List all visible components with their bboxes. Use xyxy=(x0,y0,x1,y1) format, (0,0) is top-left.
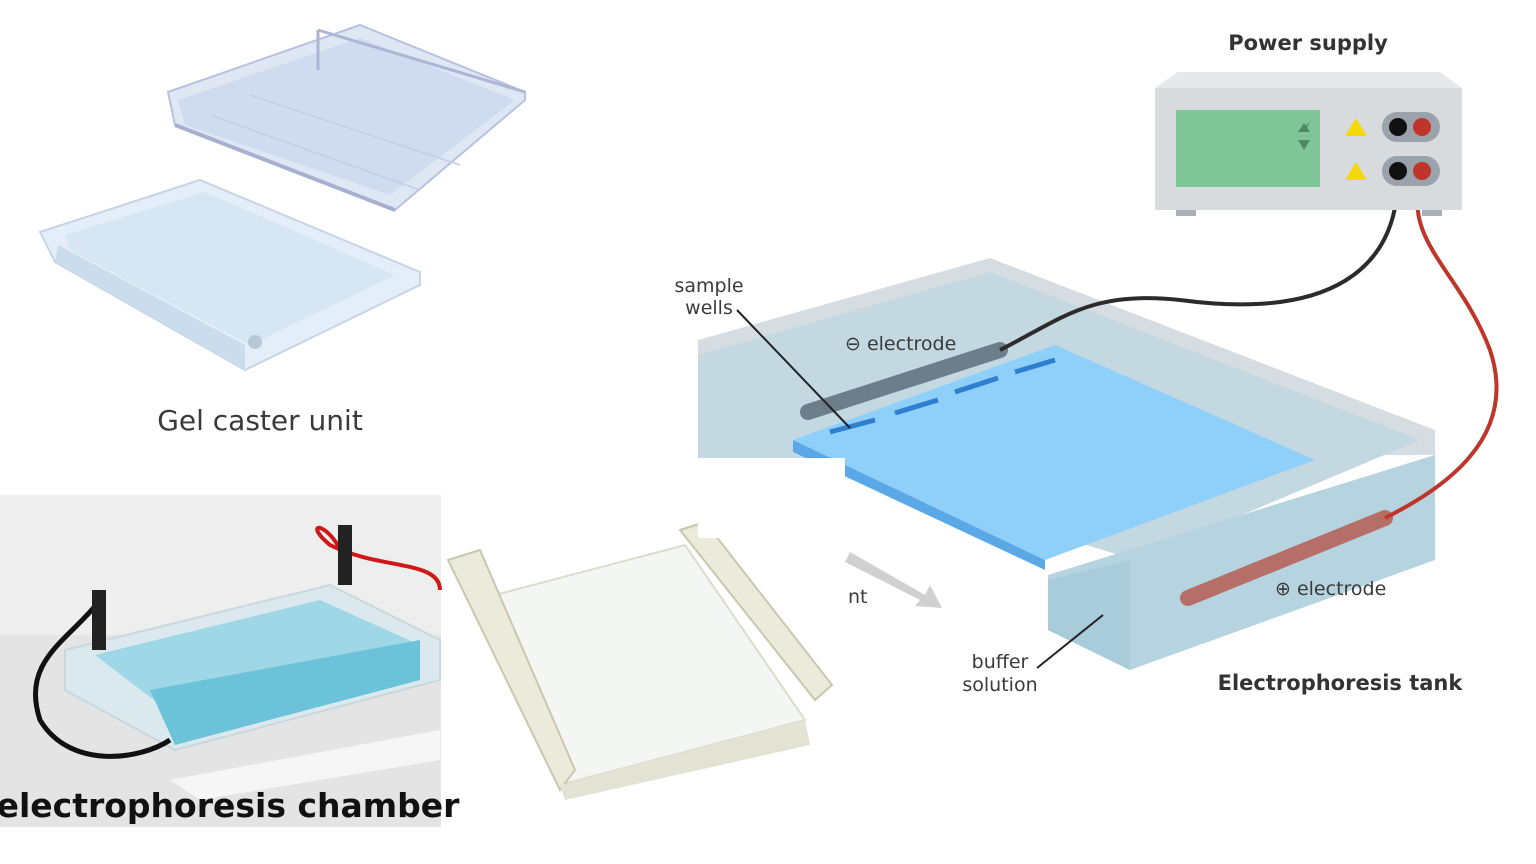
tank-title: Electrophoresis tank xyxy=(1218,671,1464,695)
power-supply-title: Power supply xyxy=(1228,31,1388,55)
power-display xyxy=(1176,110,1320,187)
warning-icon xyxy=(1345,162,1367,180)
power-supply xyxy=(1155,72,1462,216)
negative-electrode xyxy=(800,342,1008,420)
gel-slab xyxy=(793,345,1315,560)
caster-label: Gel caster unit xyxy=(157,404,363,437)
positive-electrode-label: ⊕ electrode xyxy=(1275,578,1386,600)
gel-caster-base-image xyxy=(38,178,421,372)
chamber-photo: electrophoresis chamber xyxy=(0,495,460,827)
up-arrow-icon xyxy=(1298,123,1310,132)
negative-electrode-label: ⊖ electrode xyxy=(845,333,956,355)
buffer-label-2: solution xyxy=(962,674,1037,696)
positive-electrode xyxy=(1180,510,1393,606)
electrophoresis-tank-diagram xyxy=(698,174,1499,670)
buffer-label-1: buffer xyxy=(972,651,1029,673)
sample-wells-label-1: sample xyxy=(674,275,743,297)
sample-wells xyxy=(829,357,1056,435)
black-cable xyxy=(999,174,1400,352)
chamber-label: electrophoresis chamber xyxy=(0,786,460,825)
sample-wells-label-2: wells xyxy=(685,297,733,319)
warning-icon xyxy=(1345,118,1367,136)
partial-label: nt xyxy=(848,586,868,608)
migration-arrow xyxy=(845,552,942,608)
clear-gel-tray-image xyxy=(446,520,834,800)
down-arrow-icon xyxy=(1298,140,1310,150)
red-terminal xyxy=(1413,118,1431,136)
black-terminal xyxy=(1389,118,1407,136)
red-cable xyxy=(1384,174,1499,520)
gel-tray-image xyxy=(166,23,526,212)
